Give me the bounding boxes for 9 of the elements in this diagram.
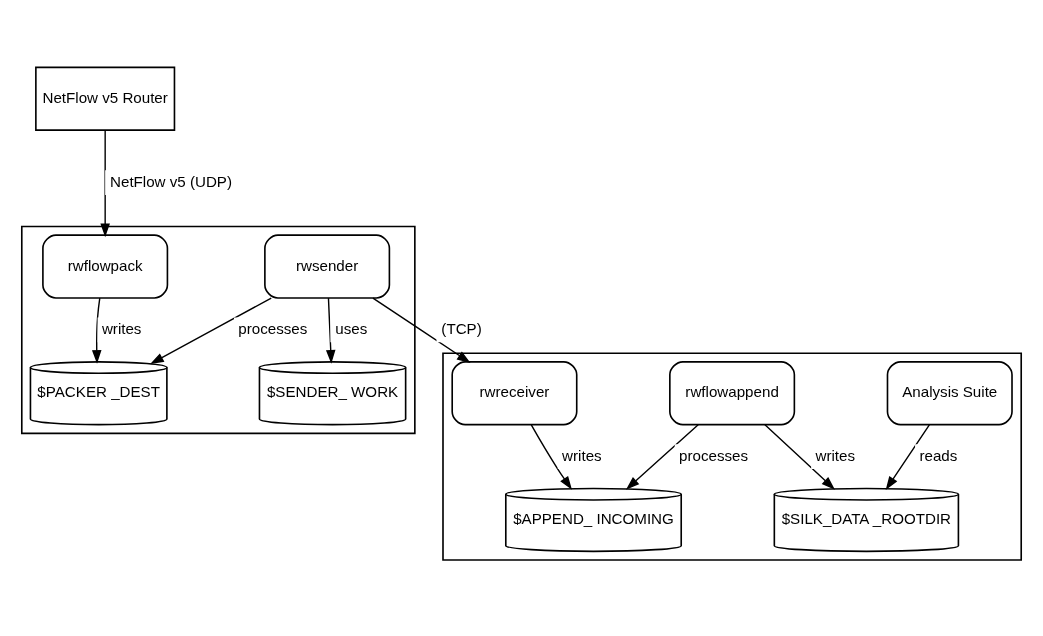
edge-label: NetFlow v5 (UDP)	[110, 173, 233, 191]
edge-label: (TCP)	[441, 320, 482, 338]
edge-label: processes	[238, 320, 308, 338]
edge-label: reads	[919, 447, 958, 465]
edge-label: writes	[562, 447, 602, 465]
edge-label: uses	[335, 320, 368, 338]
edge-label: processes	[679, 447, 749, 465]
edge-label: writes	[101, 320, 142, 338]
edge-label: writes	[815, 447, 856, 465]
